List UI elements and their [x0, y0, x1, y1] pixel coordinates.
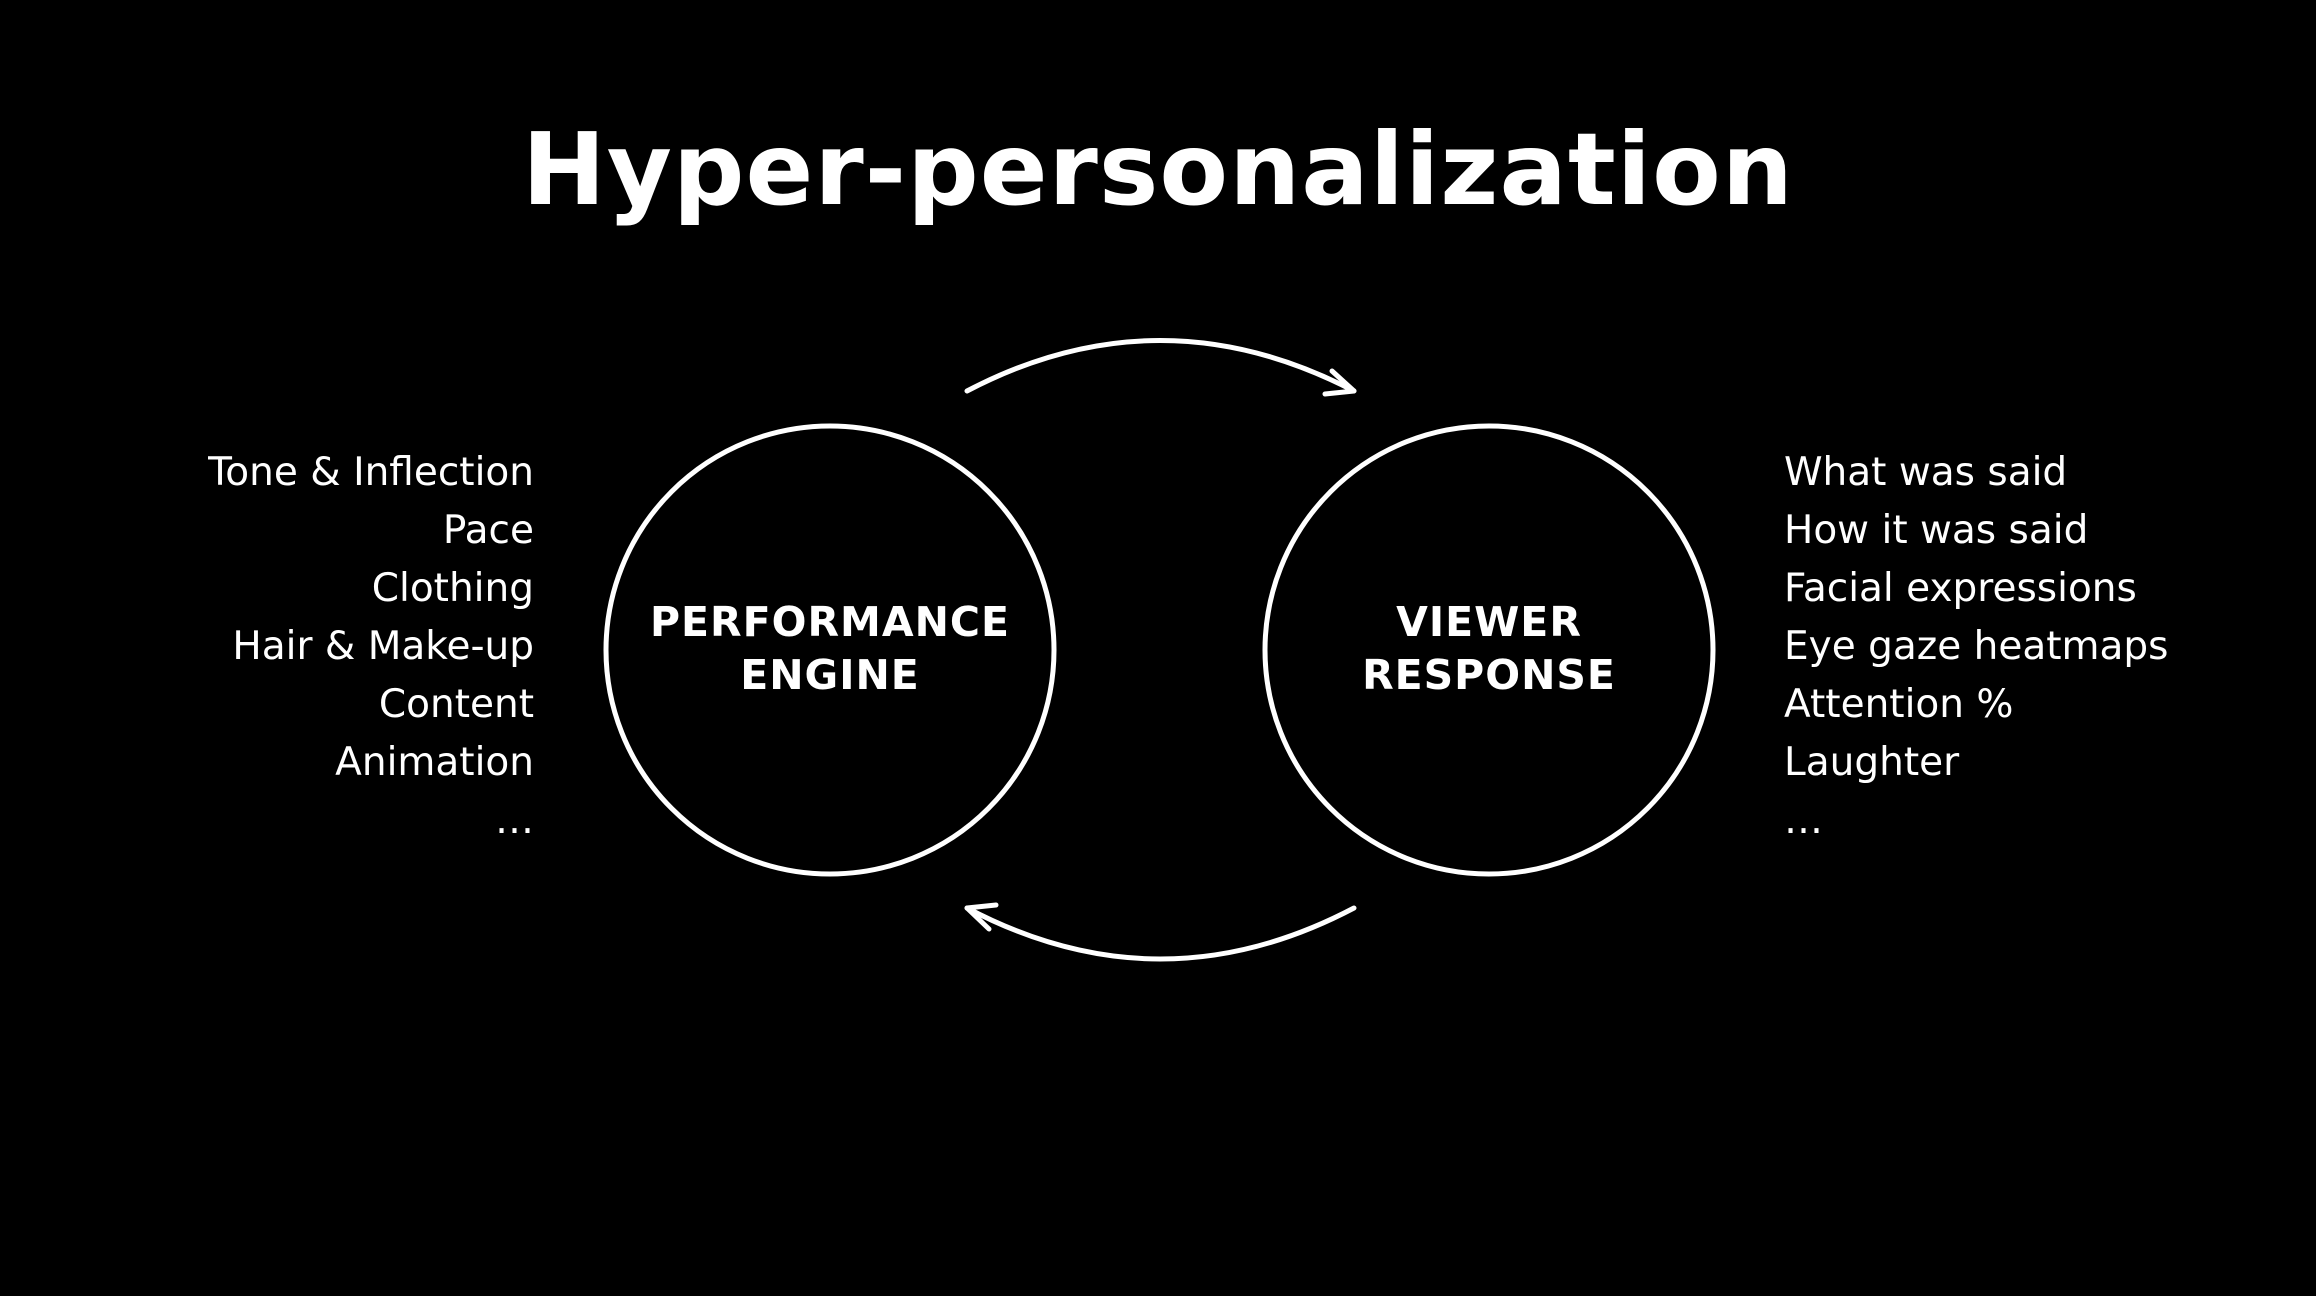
viewer-signals-list: What was said How it was said Facial exp… — [1784, 444, 2304, 850]
list-item: Hair & Make-up — [232, 624, 534, 669]
viewer-response-circle — [1262, 423, 1716, 877]
slide-title: Hyper-personalization — [522, 111, 1794, 228]
list-item: How it was said — [1784, 508, 2089, 553]
performance-engine-label-line1: PERFORMANCE — [650, 598, 1011, 646]
list-item: Content — [378, 682, 534, 727]
list-item: … — [1784, 798, 1823, 843]
list-item: Animation — [335, 740, 534, 785]
list-item: Pace — [442, 508, 534, 553]
list-item: Facial expressions — [1784, 566, 2137, 611]
viewer-response-label-line1: VIEWER — [1396, 598, 1582, 646]
list-item: Tone & Inflection — [208, 450, 534, 495]
viewer-response-label: VIEWER RESPONSE — [1309, 596, 1669, 702]
performance-engine-label-line2: ENGINE — [740, 651, 920, 699]
performance-engine-circle — [603, 423, 1057, 877]
performance-attributes-list: Tone & Inflection Pace Clothing Hair & M… — [120, 444, 534, 850]
list-item: … — [495, 798, 534, 843]
list-item: Eye gaze heatmaps — [1784, 624, 2169, 669]
curved-arrow-right-icon — [964, 338, 1357, 397]
curved-arrow-left-icon — [964, 902, 1357, 962]
performance-engine-label: PERFORMANCE ENGINE — [650, 596, 1010, 702]
list-item: Attention % — [1784, 682, 2014, 727]
viewer-response-label-line2: RESPONSE — [1362, 651, 1616, 699]
list-item: Clothing — [371, 566, 534, 611]
list-item: What was said — [1784, 450, 2068, 495]
list-item: Laughter — [1784, 740, 1960, 785]
